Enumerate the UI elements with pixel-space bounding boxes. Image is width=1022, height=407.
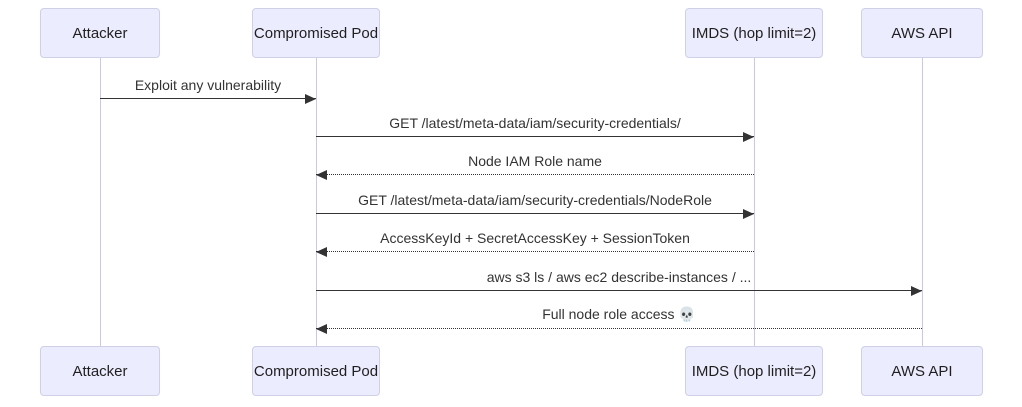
arrowhead-left-icon: [316, 324, 327, 334]
actor-compromised-pod-bottom: Compromised Pod: [252, 346, 380, 396]
lifeline-compromised-pod: [316, 58, 317, 346]
message-line: [316, 174, 754, 175]
lifeline-imds: [754, 58, 755, 346]
message-label: Exploit any vulnerability: [134, 77, 282, 93]
message-node-iam-role-name: Node IAM Role name: [316, 151, 754, 180]
actor-compromised-pod-top: Compromised Pod: [252, 8, 380, 58]
message-label: Node IAM Role name: [468, 153, 602, 169]
message-line: [316, 251, 754, 252]
message-line: [100, 98, 316, 99]
arrowhead-right-icon: [305, 94, 316, 104]
message-label: Full node role access 💀: [542, 306, 696, 322]
actor-attacker-label: Attacker: [72, 24, 128, 42]
message-label: GET /latest/meta-data/iam/security-crede…: [358, 192, 712, 208]
message-line: [316, 213, 754, 214]
actor-aws-api-label: AWS API: [891, 24, 953, 42]
actor-aws-api-bottom: AWS API: [861, 346, 983, 396]
message-label: AccessKeyId + SecretAccessKey + SessionT…: [380, 230, 690, 246]
message-line: [316, 328, 922, 329]
actor-attacker-bottom: Attacker: [40, 346, 160, 396]
lifeline-attacker: [100, 58, 101, 346]
actor-aws-api-top: AWS API: [861, 8, 983, 58]
message-label: aws s3 ls / aws ec2 describe-instances /…: [486, 269, 752, 285]
message-get-noderole-credentials: GET /latest/meta-data/iam/security-crede…: [316, 190, 754, 219]
arrowhead-right-icon: [743, 132, 754, 142]
actor-compromised-pod-label: Compromised Pod: [253, 362, 379, 380]
arrowhead-left-icon: [316, 170, 327, 180]
actor-attacker-top: Attacker: [40, 8, 160, 58]
actor-compromised-pod-label: Compromised Pod: [253, 24, 379, 42]
arrowhead-left-icon: [316, 247, 327, 257]
actor-aws-api-label: AWS API: [891, 362, 953, 380]
message-label: GET /latest/meta-data/iam/security-crede…: [389, 115, 681, 131]
message-line: [316, 290, 922, 291]
actor-imds-top: IMDS (hop limit=2): [685, 8, 823, 58]
message-line: [316, 136, 754, 137]
message-access-keys: AccessKeyId + SecretAccessKey + SessionT…: [316, 228, 754, 257]
message-aws-cli-commands: aws s3 ls / aws ec2 describe-instances /…: [316, 267, 922, 296]
arrowhead-right-icon: [911, 286, 922, 296]
message-get-security-credentials: GET /latest/meta-data/iam/security-crede…: [316, 113, 754, 142]
actor-imds-bottom: IMDS (hop limit=2): [685, 346, 823, 396]
lifeline-aws-api: [922, 58, 923, 346]
arrowhead-right-icon: [743, 209, 754, 219]
actor-imds-label: IMDS (hop limit=2): [691, 24, 817, 42]
actor-attacker-label: Attacker: [72, 362, 128, 380]
message-full-node-role-access: Full node role access 💀: [316, 305, 922, 334]
actor-imds-label: IMDS (hop limit=2): [691, 362, 817, 380]
message-exploit-vulnerability: Exploit any vulnerability: [100, 75, 316, 104]
